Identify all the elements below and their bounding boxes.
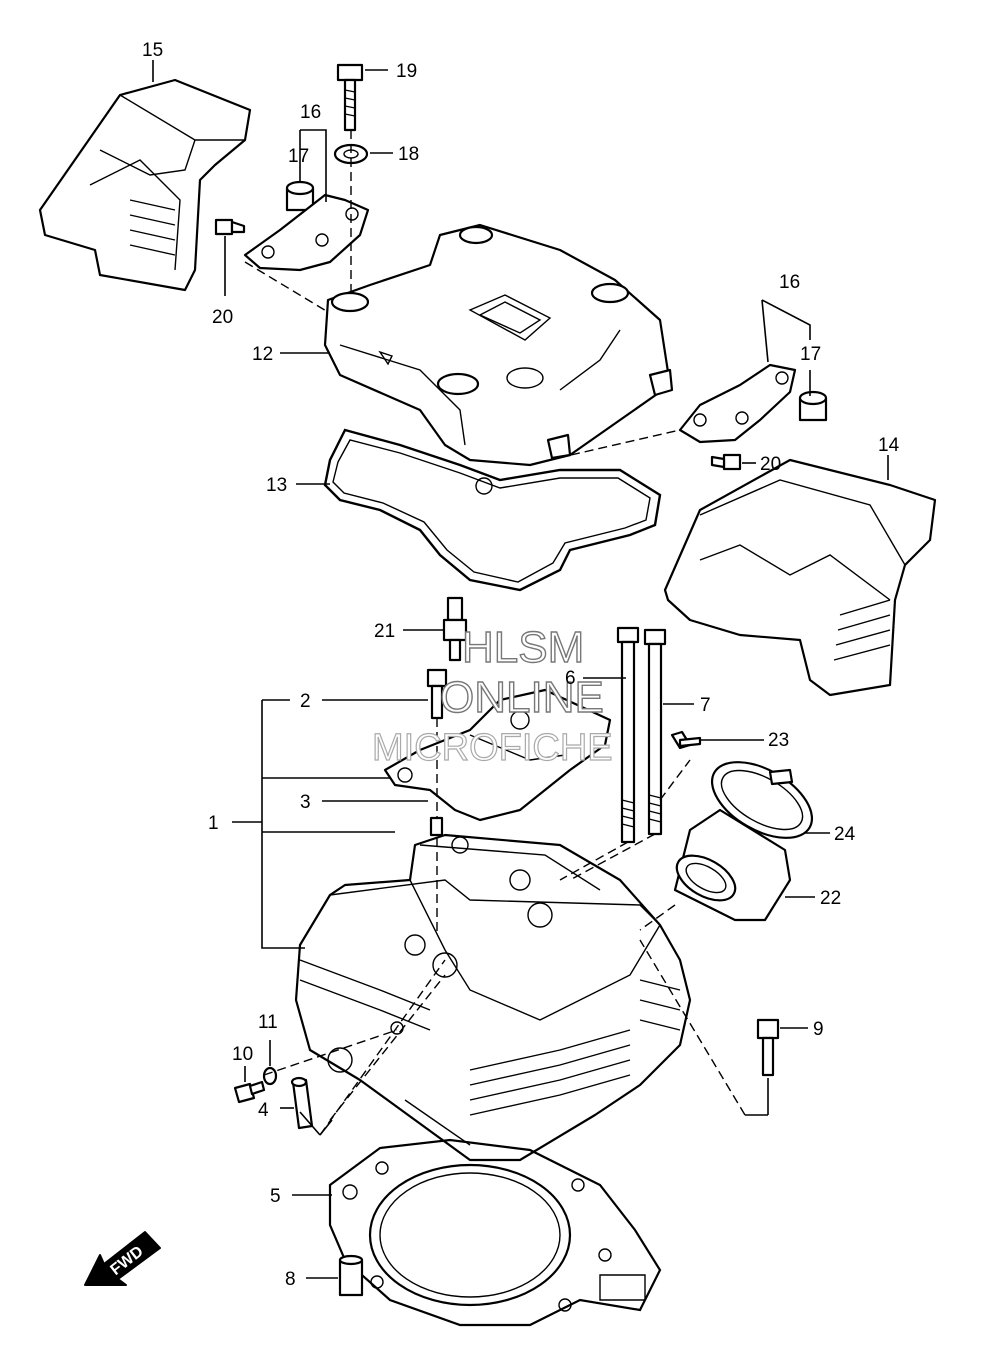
part-7-stud-bolt	[643, 628, 667, 836]
callout-20-left: 20	[212, 307, 233, 328]
part-14-head-cover-right	[663, 458, 937, 697]
part-10-bolt	[233, 1080, 266, 1104]
fwd-direction-arrow: FWD	[84, 1231, 161, 1286]
callout-11: 11	[258, 1012, 278, 1033]
part-21-spark-plug	[442, 596, 468, 662]
callout-4: 4	[258, 1100, 269, 1121]
callout-1: 1	[208, 813, 219, 834]
callout-13: 13	[266, 475, 287, 496]
part-4-valve-guide	[290, 1076, 314, 1130]
part-16-bracket-right	[678, 363, 797, 444]
part-2-bolt	[426, 668, 448, 720]
watermark-line-2: ONLINE	[440, 673, 604, 722]
part-22-intake-pipe	[673, 808, 792, 922]
callout-24: 24	[834, 824, 856, 845]
callout-9: 9	[813, 1019, 824, 1040]
callout-16-left: 16	[300, 102, 321, 123]
part-1-camshaft-holder	[383, 688, 612, 822]
watermark-line-3: MICROFICHE	[372, 727, 613, 769]
callout-23: 23	[768, 730, 789, 751]
callout-18: 18	[398, 144, 419, 165]
callout-10: 10	[232, 1044, 253, 1065]
part-23-screw	[670, 730, 702, 750]
part-5-head-gasket	[328, 1138, 662, 1327]
callout-12: 12	[252, 344, 273, 365]
leader-lines	[152, 60, 889, 1279]
callout-2: 2	[300, 691, 311, 712]
part-8-dowel	[338, 1254, 364, 1297]
assembly-dashed-lines	[244, 130, 746, 1136]
callout-22: 22	[820, 888, 841, 909]
callout-17-left: 17	[288, 146, 309, 167]
callout-19: 19	[396, 61, 417, 82]
callout-20-right: 20	[760, 454, 781, 475]
part-12-cylinder-head-cover	[323, 223, 674, 467]
part-1-cylinder-head	[294, 833, 692, 1162]
part-15-head-cover	[38, 78, 252, 292]
part-3-dowel-pin	[429, 816, 444, 837]
part-6-stud-bolt	[616, 626, 640, 844]
part-20-bolt-right	[710, 453, 742, 471]
part-19-bolt	[336, 63, 364, 132]
part-9-bolt	[756, 1018, 780, 1077]
part-13-gasket	[323, 428, 662, 592]
callout-17-right: 17	[800, 344, 821, 365]
part-16-bracket-left	[243, 193, 370, 272]
callout-3: 3	[300, 792, 311, 813]
watermark-line-1: HLSM	[462, 623, 584, 672]
part-11-washer	[262, 1066, 278, 1086]
callout-7: 7	[700, 695, 711, 716]
callout-8: 8	[285, 1269, 296, 1290]
callout-labels: 1 2 3 4 5 6 7 8 9 10 11 12 13 14 15 16 1…	[142, 40, 900, 1290]
part-20-bolt-left	[214, 218, 246, 236]
part-17-damper-left	[285, 180, 315, 212]
watermark: HLSM ONLINE MICROFICHE	[371, 622, 613, 769]
callout-6: 6	[565, 668, 576, 689]
callout-21: 21	[374, 621, 395, 642]
part-17-damper-right	[798, 390, 828, 422]
callout-14: 14	[878, 435, 900, 456]
callout-16-right: 16	[779, 272, 800, 293]
callout-15-label: 15	[142, 40, 163, 61]
callout-5: 5	[270, 1186, 281, 1207]
